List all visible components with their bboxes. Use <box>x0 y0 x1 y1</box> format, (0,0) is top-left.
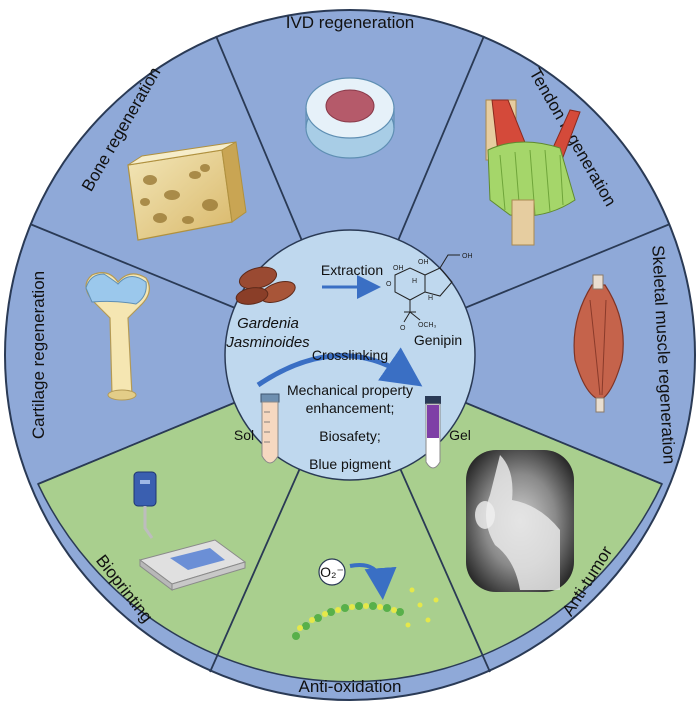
chem-oh-1: OH <box>393 265 404 272</box>
label-ivd-regeneration: IVD regeneration <box>286 13 415 32</box>
label-cartilage-regeneration: Cartilage regeneration <box>29 271 48 439</box>
gardenia-label: Gardenia <box>237 315 299 332</box>
sol-tube-icon <box>260 393 280 464</box>
gel-tube-icon <box>425 396 441 469</box>
property-line-3: Biosafety; <box>319 428 380 444</box>
femur-cartilage-icon <box>85 272 150 401</box>
chem-h-2: H <box>428 295 433 302</box>
gel-label: Gel <box>449 427 471 443</box>
bone-scaffold-icon <box>127 141 247 241</box>
skeletal-muscle-icon <box>573 274 624 413</box>
superoxide-label: O₂⁻ <box>320 564 344 580</box>
property-line-1: Mechanical property <box>287 382 413 398</box>
intervertebral-disc-icon <box>305 77 395 159</box>
label-anti-oxidation: Anti-oxidation <box>298 677 401 696</box>
crosslinking-arrow <box>256 347 423 388</box>
chem-oh-3: OH <box>462 253 473 260</box>
green-half <box>38 355 662 682</box>
extraction-label: Extraction <box>321 262 383 278</box>
property-line-2: enhancement; <box>306 400 395 416</box>
chem-o-2: O <box>400 325 406 332</box>
antioxidant-particles-icon: O₂⁻ <box>292 558 439 640</box>
jasminoides-label: Jasminoides <box>225 334 310 351</box>
crosslinking-label: Crosslinking <box>312 347 388 363</box>
property-line-4: Blue pigment <box>309 456 391 472</box>
chem-ester: OCH₃ <box>418 322 437 329</box>
bioprinter-icon <box>133 471 247 591</box>
sol-label: Sol <box>234 427 254 443</box>
genipin-structure <box>394 254 460 323</box>
chem-h-1: H <box>412 278 417 285</box>
chem-oh-2: OH <box>418 259 429 266</box>
genipin-label: Genipin <box>414 332 462 348</box>
gardenia-seeds-icon <box>235 266 296 305</box>
chem-o-1: O <box>386 281 392 288</box>
knee-tendon-icon <box>485 99 581 246</box>
knee-xray-icon <box>466 450 574 592</box>
